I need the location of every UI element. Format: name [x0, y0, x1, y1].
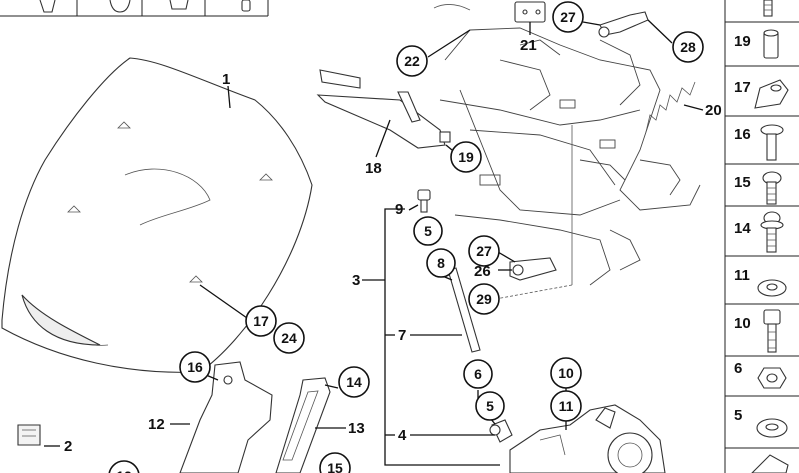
- callout-13: 13: [348, 420, 365, 437]
- legend-15: 15: [734, 174, 751, 191]
- legend-numbers: 19 17 16 15 14 11 10 6 5: [734, 33, 751, 424]
- callout-2: 2: [64, 438, 72, 455]
- svg-text:11: 11: [559, 398, 574, 414]
- svg-text:17: 17: [253, 313, 269, 329]
- callout-29: 29: [468, 283, 500, 315]
- svg-text:27: 27: [560, 9, 576, 25]
- svg-text:8: 8: [437, 255, 445, 271]
- sleeve-icon: [763, 29, 779, 59]
- cover-strip-icon: [275, 377, 331, 473]
- callout-16: 16: [179, 351, 211, 383]
- windscreen-icon: [1, 57, 313, 373]
- callout-24: 24: [273, 322, 305, 354]
- svg-text:16: 16: [187, 359, 203, 375]
- legend-5: 5: [734, 407, 742, 424]
- callout-7: 7: [398, 327, 406, 344]
- svg-text:19: 19: [458, 149, 474, 165]
- screw-icon: [763, 0, 773, 17]
- callout-14: 14: [338, 366, 370, 398]
- callout-27-top: 27: [552, 1, 584, 33]
- slider-bracket-icon: [509, 257, 557, 281]
- bracket-arm-icon: [316, 69, 451, 149]
- mounting-frame-icon: [439, 27, 701, 301]
- circled-callouts: 27 28 22 19 5 8 27 29 17 24 16 14 6 5 10…: [108, 1, 704, 473]
- legend-19: 19: [734, 33, 751, 50]
- legend-11: 11: [734, 267, 750, 284]
- socket-screw-icon: [763, 309, 781, 353]
- cap-icon: [109, 0, 131, 13]
- svg-text:22: 22: [404, 53, 420, 69]
- hinge-plate-icon: [433, 1, 649, 38]
- collar-screw-icon: [760, 211, 784, 253]
- callout-10: 10: [550, 357, 582, 389]
- callout-22: 22: [396, 45, 428, 77]
- clip-fragment-icon: [751, 454, 789, 473]
- callout-19: 19: [450, 141, 482, 173]
- callout-11: 11: [550, 390, 582, 422]
- callout-12-lower: 12: [108, 460, 140, 473]
- svg-text:28: 28: [680, 39, 696, 55]
- ball-joint-icon: [489, 419, 513, 443]
- label-sticker-icon: [17, 424, 41, 446]
- hex-nut-icon: [757, 367, 787, 389]
- svg-text:6: 6: [474, 366, 482, 382]
- fastener-legend: [724, 0, 799, 473]
- callout-4: 4: [398, 427, 407, 444]
- side-bracket-icon: [179, 361, 273, 473]
- callout-8: 8: [426, 248, 456, 278]
- callout-5-upper: 5: [413, 216, 443, 246]
- svg-text:15: 15: [327, 460, 343, 473]
- legend-16: 16: [734, 126, 751, 143]
- callout-15: 15: [319, 452, 351, 473]
- washer-icon: [757, 279, 787, 297]
- svg-text:24: 24: [281, 330, 297, 346]
- callout-17: 17: [245, 305, 277, 337]
- legend-10: 10: [734, 315, 751, 332]
- bolt-icon: [417, 189, 431, 213]
- top-parts-strip: [0, 0, 269, 17]
- svg-text:5: 5: [424, 223, 432, 239]
- callout-28: 28: [672, 31, 704, 63]
- callout-9: 9: [395, 201, 403, 218]
- callout-26: 26: [474, 263, 491, 280]
- callout-6: 6: [463, 359, 493, 389]
- svg-text:12: 12: [116, 468, 132, 473]
- svg-text:14: 14: [346, 374, 362, 390]
- callout-20: 20: [705, 102, 722, 119]
- callout-5-lower: 5: [475, 391, 505, 421]
- callout-12: 12: [148, 416, 165, 433]
- rivet-icon: [760, 124, 784, 161]
- legend-6: 6: [734, 360, 742, 377]
- callout-3: 3: [352, 272, 360, 289]
- motor-assembly-icon: [509, 404, 666, 473]
- svg-text:29: 29: [476, 291, 492, 307]
- callout-18: 18: [365, 160, 382, 177]
- tension-spring-icon: [645, 81, 696, 133]
- flat-washer-icon: [756, 418, 788, 438]
- grommet-icon: [754, 79, 789, 109]
- legend-17: 17: [734, 79, 751, 96]
- svg-text:27: 27: [476, 243, 492, 259]
- leader-lines: [44, 19, 704, 466]
- callout-27-mid: 27: [468, 235, 500, 267]
- callout-21: 21: [520, 37, 537, 54]
- svg-text:10: 10: [558, 365, 574, 381]
- bolt-end-icon: [241, 0, 251, 12]
- legend-14: 14: [734, 220, 751, 237]
- plain-callouts: 1 2 3 4 7 9 12 13 18 20 21 26: [64, 37, 722, 455]
- clip-icon: [39, 0, 56, 13]
- torx-screw-icon: [762, 171, 782, 205]
- bracket-clip-icon: [169, 0, 189, 10]
- callout-1: 1: [222, 71, 230, 88]
- svg-text:5: 5: [486, 398, 494, 414]
